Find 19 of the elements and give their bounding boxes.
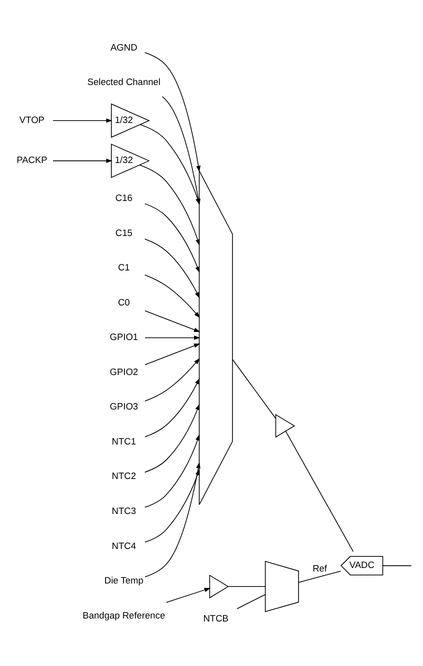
node-text: NTC4	[112, 540, 136, 550]
node-text: AGND	[110, 42, 138, 52]
node-text: NTC2	[112, 470, 136, 481]
node-text: NTC3	[112, 505, 136, 516]
node-text: PACKP	[16, 154, 48, 165]
node-text: Bandgap Reference	[82, 610, 166, 620]
node-text: Selected Channel	[87, 76, 160, 87]
node-text: NTC1	[112, 436, 136, 446]
node-text: C15	[115, 227, 132, 238]
edge-label: Ref	[312, 563, 327, 574]
node-text: C0	[118, 296, 130, 307]
node-text: GPIO2	[110, 366, 138, 376]
node-text: NTCB	[203, 612, 228, 623]
node-text: Die Temp	[104, 575, 144, 586]
node-text: C16	[115, 192, 132, 203]
node-text: VTOP	[19, 114, 44, 125]
node-text: C1	[118, 262, 130, 272]
node-text: GPIO3	[110, 401, 138, 412]
node-text: GPIO1	[110, 332, 138, 342]
